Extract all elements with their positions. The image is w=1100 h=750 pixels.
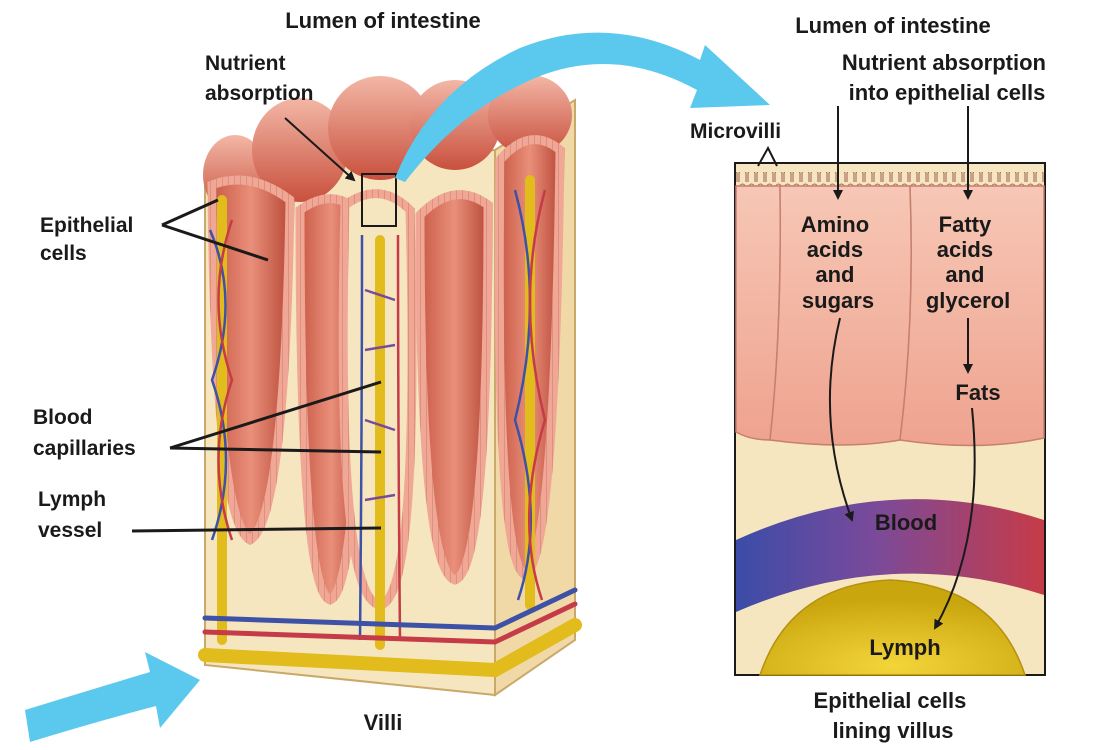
- villi-caption: Villi: [364, 710, 403, 735]
- epithelial-caption: Epithelial cells lining villus: [814, 688, 973, 743]
- lymph-label: Lymph: [869, 635, 940, 660]
- entry-arrow: [25, 652, 200, 742]
- left-lumen-title: Lumen of intestine: [285, 8, 481, 33]
- microvilli-fringe: [736, 172, 1044, 186]
- villi-block: [203, 75, 575, 695]
- blood-label: Blood: [875, 510, 937, 535]
- blood-capillaries-label: Blood capillaries: [33, 406, 136, 460]
- epithelial-cells: [736, 186, 1044, 446]
- lymph-vessel-label: Lymph vessel: [38, 488, 112, 542]
- microvilli-label: Microvilli: [690, 120, 781, 143]
- nutrient-absorption-cells-label: Nutrient absorption into epithelial cell…: [842, 50, 1052, 105]
- epithelial-cells-label: Epithelial cells: [40, 214, 139, 265]
- fats-label: Fats: [955, 380, 1000, 405]
- nutrient-absorption-label: Nutrient absorption: [205, 52, 314, 105]
- right-lumen-title: Lumen of intestine: [795, 13, 991, 38]
